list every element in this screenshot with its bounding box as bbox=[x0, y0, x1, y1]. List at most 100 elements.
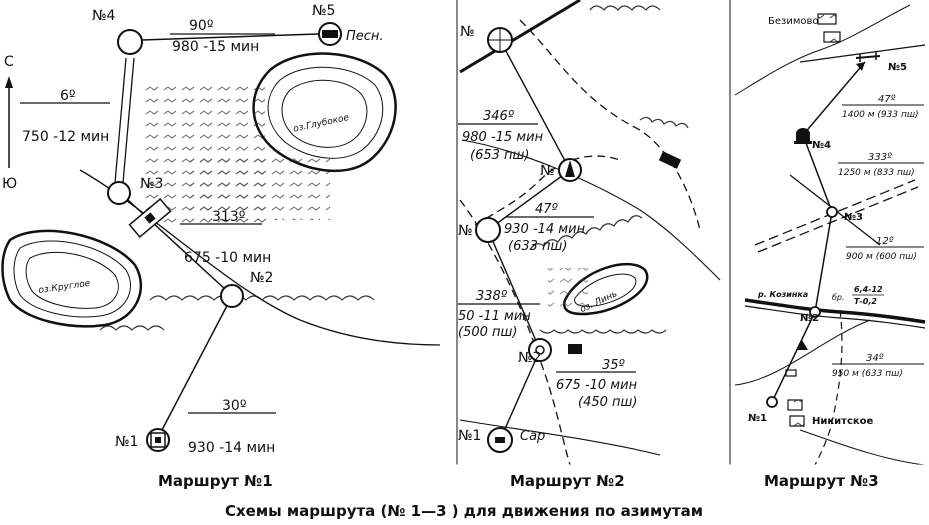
r1-p1-label: №1 bbox=[115, 434, 138, 450]
r3-seg23-az: 12º bbox=[876, 236, 894, 247]
highway bbox=[459, 0, 581, 74]
river bbox=[744, 298, 926, 324]
r2-p2-label: №2 bbox=[518, 350, 541, 366]
forest-edge-2 bbox=[99, 325, 165, 331]
point-4-icon bbox=[117, 29, 143, 55]
r1-p3-label: №3 bbox=[140, 176, 163, 192]
forest-edge-r2 bbox=[529, 215, 643, 251]
r3-seg23-dist: 900 м (600 пш) bbox=[846, 252, 917, 262]
figure-caption: Схемы маршрута (№ 1—3 ) для движения по … bbox=[225, 502, 703, 520]
north-arrow-icon bbox=[5, 76, 13, 168]
r2-ptop-label: № bbox=[460, 24, 475, 40]
seg-2-1 bbox=[161, 299, 231, 431]
forest-edge-r2-c bbox=[589, 5, 661, 11]
marsh-area-2 bbox=[190, 150, 330, 220]
r1-seg12-dist: 930 -14 мин bbox=[188, 440, 275, 456]
r1-seg12-az: 30º bbox=[222, 398, 246, 414]
bridge-icon bbox=[128, 197, 172, 239]
r2-p1-name: Сар bbox=[520, 429, 545, 444]
north-label: С bbox=[4, 54, 14, 70]
r3-point-5-icon bbox=[855, 52, 881, 62]
r2-seg-d-dist: 675 -10 мин bbox=[556, 378, 638, 393]
village-bottom-icon bbox=[787, 399, 805, 427]
r2-seg-a-steps: (653 пш) bbox=[470, 148, 529, 163]
r2-pleft-label: № bbox=[458, 223, 473, 239]
road-r3-b bbox=[799, 429, 926, 466]
lake-glubokoe-label: оз.Глубокое bbox=[292, 113, 350, 135]
point-5-icon bbox=[318, 22, 342, 46]
r1-seg34-dist: 750 -12 мин bbox=[22, 129, 109, 145]
route3-map: Безимово Никитское р. Козинка бр. 6,4-12… bbox=[729, 0, 926, 466]
r3-seg12-az: 34º bbox=[866, 353, 884, 364]
point-2-icon bbox=[220, 284, 244, 308]
r2-seg-c-steps: (500 пш) bbox=[458, 325, 517, 340]
r3-seg45-az: 47º bbox=[878, 94, 896, 105]
r3-bridge: бр. bbox=[832, 293, 845, 302]
village-top-icon bbox=[817, 13, 841, 43]
r1-p5-name: Песн. bbox=[346, 29, 384, 44]
forest-edge-r2-b bbox=[539, 329, 667, 334]
r2-seg-b-dist: 930 -14 мин bbox=[504, 222, 586, 237]
r1-seg23-dist: 675 -10 мин bbox=[184, 250, 271, 266]
r3-seg34-az: 333º bbox=[868, 152, 892, 163]
r2-seg-b-az: 47º bbox=[535, 202, 558, 217]
r3-village-top: Безимово bbox=[768, 16, 819, 27]
r3-point-4-icon bbox=[794, 128, 812, 144]
r1-seg45-az: 90º bbox=[189, 18, 213, 34]
r2-point-left-icon bbox=[475, 217, 501, 243]
road-r2-b bbox=[459, 419, 661, 456]
r3-point-1-icon bbox=[766, 396, 778, 408]
r2-pmid-label: № bbox=[540, 163, 555, 179]
route3-arrow-icon bbox=[856, 62, 865, 71]
rail-icon bbox=[658, 151, 682, 169]
r1-seg45-dist: 980 -15 мин bbox=[172, 39, 259, 55]
r2-seg-d-az: 35º bbox=[602, 358, 625, 373]
lake-krugloe: оз.Круглое bbox=[1, 229, 143, 328]
dashed-road-r3 bbox=[814, 309, 843, 466]
r2-seg-b-steps: (633 пш) bbox=[508, 239, 567, 254]
r3-p5-label: №5 bbox=[888, 62, 907, 73]
building-icon bbox=[568, 344, 582, 354]
route3-title: Маршрут №3 bbox=[764, 472, 879, 490]
r3-village-bottom: Никитское bbox=[812, 416, 874, 427]
lake-krugloe-label: оз.Круглое bbox=[38, 279, 91, 296]
r3-seg45-dist: 1400 м (933 пш) bbox=[842, 110, 919, 120]
r3-seg12-dist: 950 м (633 пш) bbox=[832, 369, 903, 379]
forest-edge-r2-d bbox=[639, 116, 689, 129]
route2-title: Маршрут №2 bbox=[510, 472, 625, 490]
r3-point-3-icon bbox=[826, 206, 838, 218]
r3-point-2-icon bbox=[809, 306, 821, 318]
r2-point-1-icon bbox=[487, 427, 513, 453]
r3-p1-label: №1 bbox=[748, 413, 767, 424]
route1-title: Маршрут №1 bbox=[158, 472, 273, 490]
dashed-track bbox=[519, 19, 701, 231]
r2-seg-a-dist: 980 -15 мин bbox=[462, 130, 544, 145]
r2-seg-c-dist: 50 -11 мин bbox=[458, 309, 531, 324]
r2-seg-a-az: 346º bbox=[483, 109, 514, 124]
r1-seg34-az: 6º bbox=[60, 88, 76, 104]
south-label: Ю bbox=[2, 176, 17, 192]
r1-p2-label: №2 bbox=[250, 270, 273, 286]
r3-river: р. Козинка bbox=[757, 290, 808, 299]
r2-seg-c-az: 338º bbox=[476, 289, 507, 304]
r3-p4-label: №4 bbox=[812, 140, 831, 151]
r1-p4-label: №4 bbox=[92, 8, 116, 24]
r2-seg-d-steps: (450 пш) bbox=[578, 395, 637, 410]
r1-p5-label: №5 bbox=[312, 3, 335, 19]
r1-seg23-az: 313º bbox=[212, 209, 245, 225]
point-1-icon bbox=[146, 428, 170, 452]
r2-point-top-icon bbox=[487, 27, 513, 53]
r2-point-mid-icon bbox=[558, 158, 582, 182]
r3-p2-label: №2 bbox=[800, 313, 819, 324]
r3-bridge-info1: 6,4-12 bbox=[854, 285, 883, 294]
road-top bbox=[799, 44, 926, 63]
r3-seg34-dist: 1250 м (833 пш) bbox=[838, 168, 915, 178]
swamp-hatch bbox=[548, 268, 588, 308]
r3-bridge-info2: Т-0,2 bbox=[854, 297, 877, 306]
dashed-track-3 bbox=[474, 155, 621, 226]
marker-icon bbox=[785, 340, 808, 377]
point-3-icon bbox=[107, 181, 131, 205]
route1-map: С Ю оз.Глубокое оз.Круглое bbox=[1, 3, 441, 456]
r2-point-2-icon bbox=[528, 338, 552, 362]
